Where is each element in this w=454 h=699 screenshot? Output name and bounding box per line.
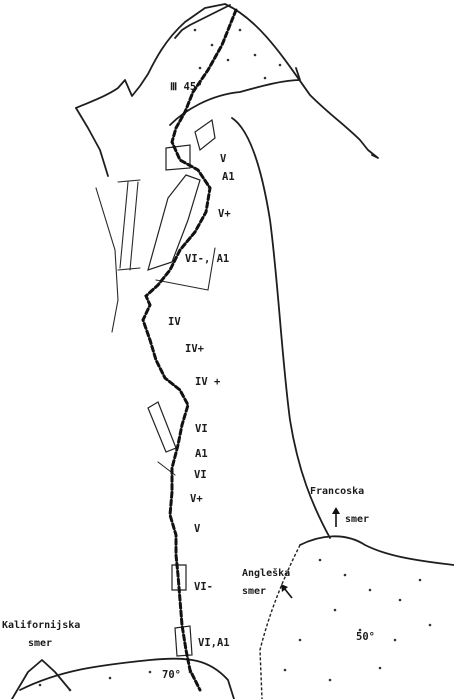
angleska-arrow [281,584,292,598]
grade-label: IV+ [185,343,204,355]
grade-label: VI,A1 [198,637,230,649]
angleska-label-line2: smer [242,586,266,597]
kalifornijska-label-line2: smer [28,638,52,649]
grade-label: V+ [190,493,203,505]
grade-label: IV + [195,376,220,388]
grade-label: VI- [194,581,213,593]
angleska-label-line1: Angleška [242,567,290,579]
kalifornijska-ridge [12,660,70,699]
grade-label: V+ [218,208,231,220]
grade-label: A1 [195,448,208,460]
mountain-outline [76,4,378,158]
grade-label: 50° [356,631,375,643]
grade-label: IV [168,316,181,328]
kalifornijska-label-line1: Kalifornijska [2,619,80,631]
grade-label: VI-, A1 [185,253,229,265]
grade-label: V [220,153,227,165]
francoska-arrow [332,507,340,527]
right-face-edge [232,118,330,538]
left-ridge [76,108,108,176]
rock-features [96,120,215,656]
summit-snowfield-edge [170,68,300,125]
grade-label: VI [194,469,207,481]
scree-dots [39,29,432,692]
francoska-label-line1: Francoska [310,486,364,497]
base-ground [20,659,234,699]
base-scree-outline [300,536,454,565]
grade-label: Ⅲ 45° [170,81,203,93]
grade-label: A1 [222,171,235,183]
francoska-label-line2: smer [345,514,369,525]
grade-label: VI [195,423,208,435]
grade-label: 70° [162,669,181,681]
grade-label: V [194,523,201,535]
